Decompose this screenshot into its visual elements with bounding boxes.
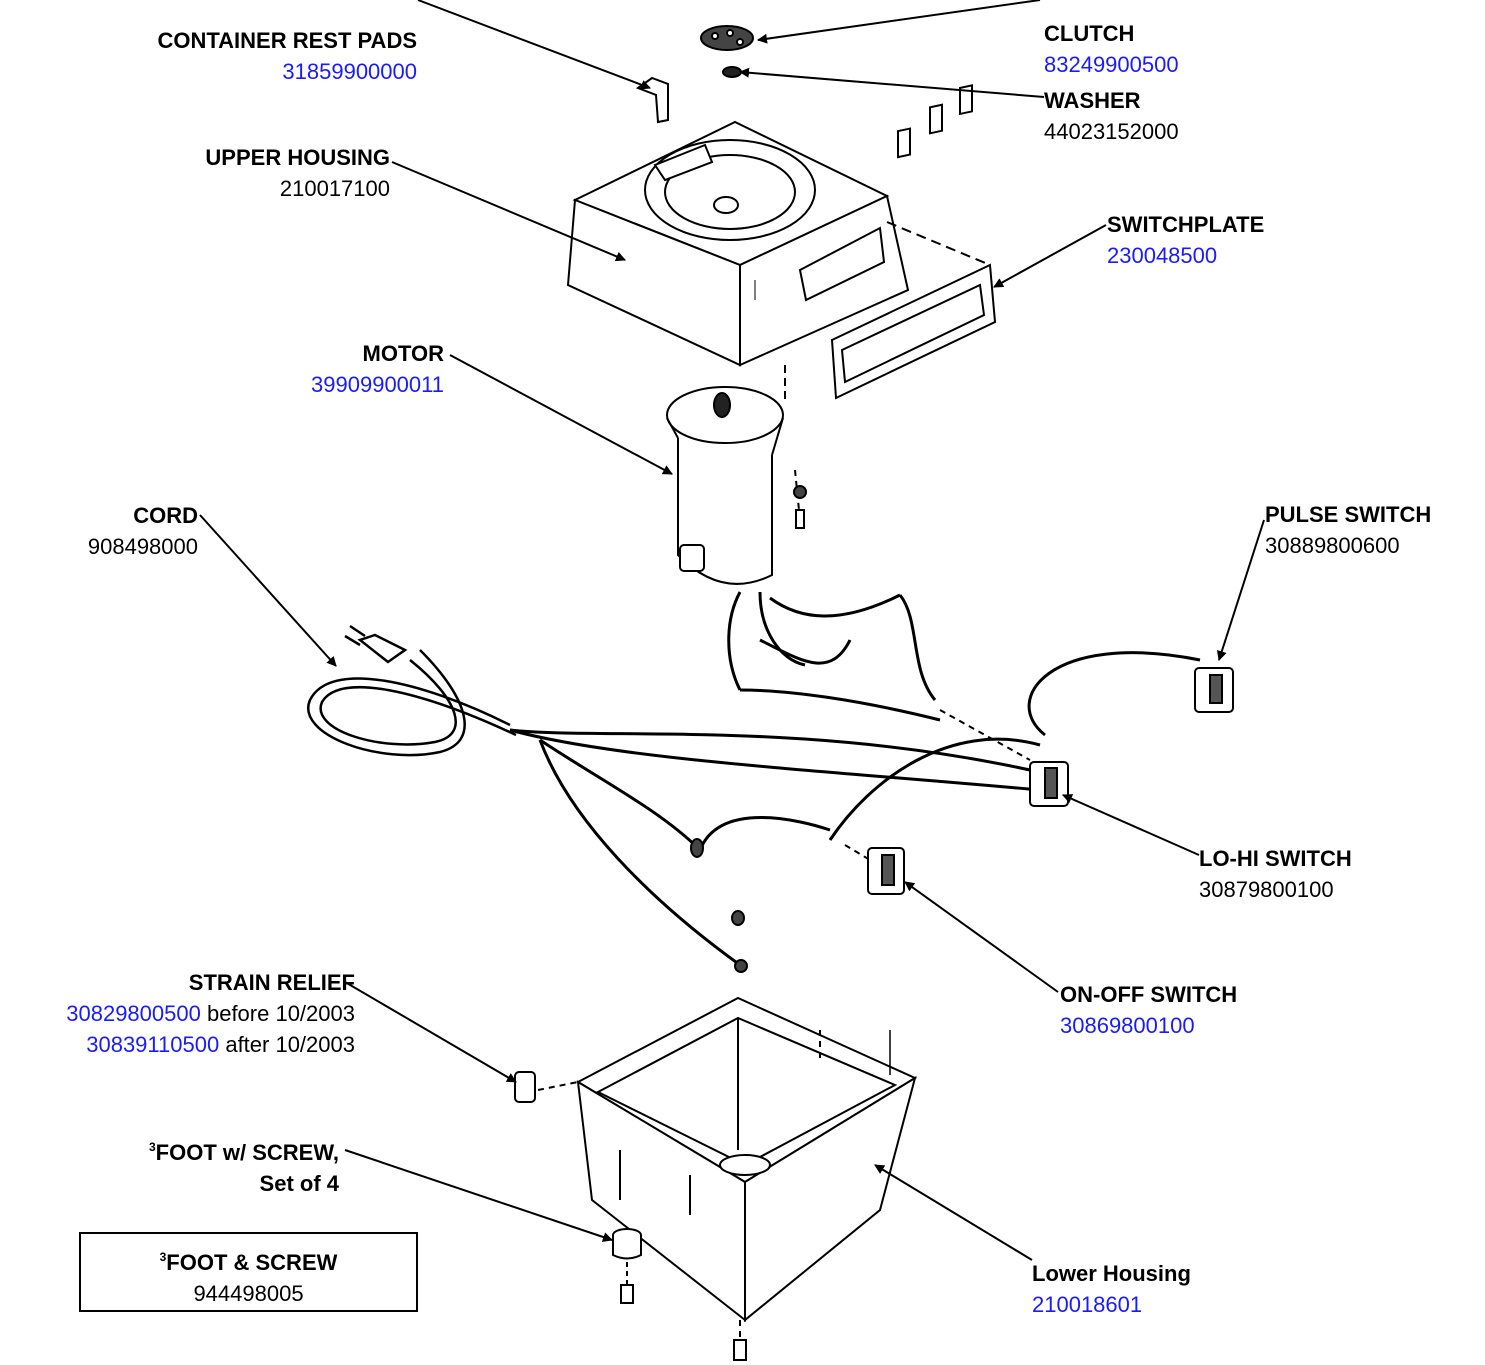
on-off-switch-illustration [867,847,905,895]
foot-and-screw-box: 3FOOT & SCREW 944498005 [79,1232,418,1312]
lo-hi-switch-leader [1062,794,1200,856]
foot-illustration [612,1228,642,1304]
label-washer: WASHER 44023152000 [1044,85,1179,147]
part-number-link[interactable]: 30869800100 [1060,1013,1195,1038]
switchplate-illustration [830,84,997,400]
on-off-switch-leader [904,881,1059,993]
part-number-link[interactable]: 210018601 [1032,1292,1143,1317]
label-upper-housing: UPPER HOUSING 210017100 [205,142,390,204]
wiring-harness-illustration [509,591,1201,967]
label-strain-relief: STRAIN RELIEF 30829800500 before 10/2003… [66,967,355,1060]
lower-housing-illustration [575,996,918,1361]
part-number-link[interactable]: 230048500 [1107,243,1218,268]
upper-housing-leader [391,161,626,262]
leader-lines [199,0,1265,1261]
clutch-illustration [700,25,754,78]
part-number-link[interactable]: 31859900000 [282,59,417,84]
part-number-link[interactable]: 83249900500 [1044,52,1179,77]
part-name: UPPER HOUSING [205,145,390,170]
part-number-link[interactable]: 39909900011 [311,372,444,397]
part-number: 210017100 [279,176,390,201]
cord-leader [199,514,337,667]
part-number-link[interactable]: 30829800500 [66,1001,201,1026]
part-number: 908498000 [87,534,198,559]
label-motor: MOTOR 39909900011 [311,338,444,400]
cord-illustration [307,624,517,757]
washer-leader [739,67,1045,98]
strain-relief-leader [344,981,517,1083]
part-name-line2: Set of 4 [259,1171,339,1196]
pulse-switch-illustration [1194,667,1234,713]
part-number: 30879800100 [1199,877,1334,902]
part-name: WASHER [1044,88,1141,113]
upper-housing-illustration [566,120,991,400]
part-name: ON-OFF SWITCH [1060,982,1238,1007]
part-name: LO-HI SWITCH [1199,846,1352,871]
part-name: MOTOR [362,341,444,366]
pulse-switch-leader [1216,519,1265,661]
lower-housing-leader [874,1164,1033,1261]
motor-illustration [666,386,807,585]
label-lower-housing: Lower Housing 210018601 [1032,1258,1191,1320]
strain-relief-illustration [514,1071,579,1103]
label-lo-hi-switch: LO-HI SWITCH 30879800100 [1199,843,1352,905]
part-name: Lower Housing [1032,1261,1191,1286]
part-name: SWITCHPLATE [1107,212,1265,237]
part-number: 44023152000 [1044,119,1179,144]
part-name: CLUTCH [1044,21,1135,46]
label-switchplate: SWITCHPLATE 230048500 [1107,209,1264,271]
label-container-rest-pads: CONTAINER REST PADS 31859900000 [157,25,417,87]
lo-hi-switch-illustration [1029,761,1069,807]
part-note: after 10/2003 [225,1032,355,1057]
part-number: 944498005 [193,1281,304,1306]
label-cord: CORD 908498000 [88,500,198,562]
part-name: STRAIN RELIEF [188,970,355,995]
connector-parts [690,838,748,973]
label-pulse-switch: PULSE SWITCH 30889800600 [1265,499,1431,561]
container-rest-pads-leader [417,0,651,90]
part-note: before 10/2003 [206,1001,355,1026]
motor-leader [449,354,673,475]
part-number-link[interactable]: 30839110500 [86,1032,220,1057]
part-name: CONTAINER REST PADS [157,28,417,53]
switchplate-leader [993,224,1107,288]
clutch-leader [757,0,1041,44]
part-name: PULSE SWITCH [1265,502,1432,527]
footnote-marker: 3 [159,1250,167,1264]
foot-leader [344,1149,613,1242]
part-name: FOOT & SCREW [166,1250,338,1275]
label-on-off-switch: ON-OFF SWITCH 30869800100 [1060,979,1237,1041]
label-foot-with-screw: 3FOOT w/ SCREW, Set of 4 [149,1132,339,1199]
part-name: CORD [133,503,198,528]
label-clutch: CLUTCH 83249900500 [1044,18,1179,80]
footnote-marker: 3 [148,1140,156,1154]
part-name: FOOT w/ SCREW, [155,1140,339,1165]
part-number: 30889800600 [1265,533,1400,558]
